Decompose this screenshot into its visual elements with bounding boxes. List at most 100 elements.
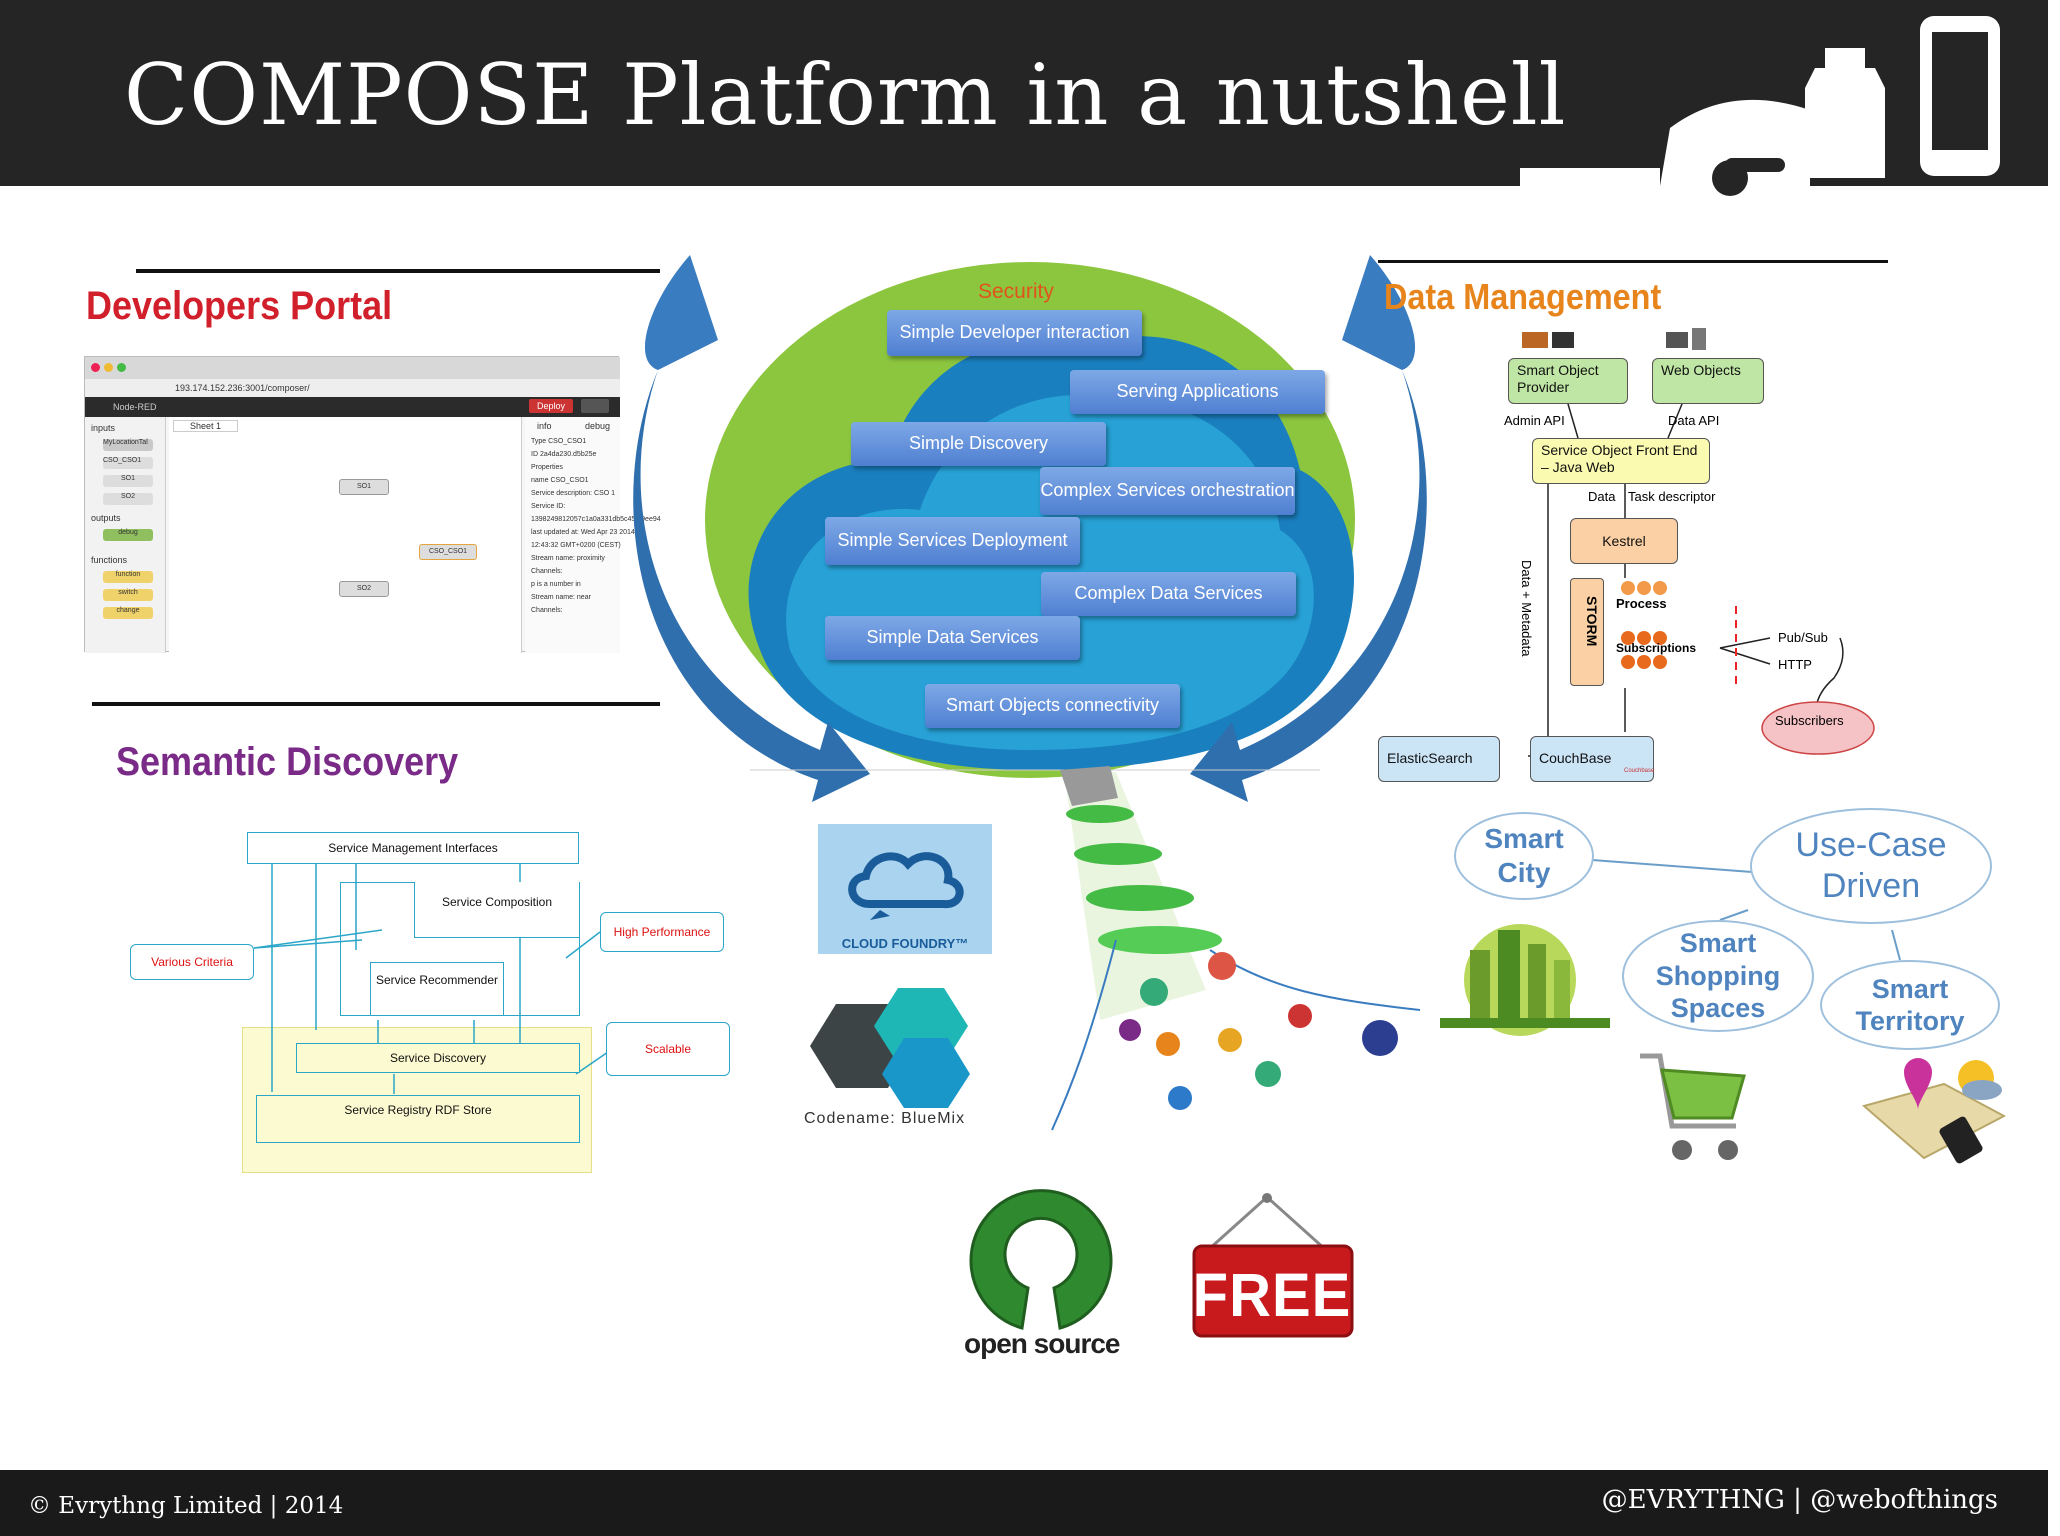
palette-functions: functions	[91, 555, 128, 565]
service-management-interfaces: Service Management Interfaces	[247, 832, 579, 864]
service-discovery: Service Discovery	[296, 1043, 580, 1073]
usecase-links	[1591, 859, 1901, 961]
cloud-foundry-logo: CLOUD FOUNDRY™	[818, 824, 992, 954]
iot-icons	[1119, 952, 1398, 1110]
palette-node[interactable]: SO1	[103, 475, 153, 487]
palette-node[interactable]: debug	[103, 529, 153, 541]
subscriptions-label: Subscriptions	[1616, 641, 1697, 655]
flow-node[interactable]: SO2	[339, 581, 389, 597]
pubsub-label: Pub/Sub	[1778, 630, 1828, 645]
process-icon	[1621, 581, 1667, 595]
security-label: Security	[978, 280, 1054, 303]
deploy-button[interactable]: Deploy	[529, 399, 573, 413]
map-territory-icon	[1861, 1058, 2007, 1164]
service-composition: Service Composition	[414, 882, 580, 938]
various-criteria-callout: Various Criteria	[130, 944, 254, 980]
footer-bar	[0, 1470, 2048, 1536]
slide-title: COMPOSE Platform in a nutshell	[124, 46, 1567, 144]
info-line: p is a number in	[531, 581, 581, 588]
info-line: Channels:	[531, 568, 563, 575]
palette-node[interactable]: CSO_CSO1	[103, 457, 153, 469]
footer-handles: @EVRYTHNG | @webofthings	[1601, 1485, 1998, 1515]
developers-portal-title: Developers Portal	[86, 284, 393, 328]
data-management-title: Data Management	[1384, 276, 1662, 317]
sheet-tab[interactable]: Sheet 1	[173, 420, 239, 432]
flow-node[interactable]: CSO_CSO1	[419, 544, 477, 560]
browser-tabbar	[85, 357, 620, 379]
subscribers-label: Subscribers	[1775, 713, 1844, 728]
service-object-box: Service Object Front End – Java Web	[1532, 438, 1710, 484]
info-line: Service description: CSO 1	[531, 490, 616, 497]
palette-node[interactable]: change	[103, 607, 153, 619]
node-red-header: Node-RED Deploy	[85, 397, 620, 417]
section-divider	[1378, 260, 1888, 263]
info-line: name CSO_CSO1	[531, 477, 589, 484]
flow-canvas[interactable]: Sheet 1 SO1 CSO_CSO1 SO2	[169, 417, 522, 653]
pill-simple-developer-interaction: Simple Developer interaction	[887, 310, 1142, 356]
cloud-foundry-icon	[848, 852, 964, 920]
bluemix-label: Codename: BlueMix	[804, 1110, 966, 1127]
subscriptions-icon	[1621, 631, 1667, 669]
data-flow-lines	[1522, 328, 1875, 760]
info-line: Stream name: near	[531, 594, 591, 601]
use-case-driven-oval: Use-Case Driven	[1750, 808, 1992, 924]
spotlight-graphic	[1051, 766, 1421, 1131]
node-palette: inputs MyLocationTal CSO_CSO1 SO1 SO2 ou…	[85, 417, 166, 653]
smart-shopping-oval: Smart Shopping Spaces	[1622, 920, 1814, 1032]
section-divider	[92, 702, 660, 706]
pill-serving-applications: Serving Applications	[1070, 370, 1325, 414]
pill-simple-discovery: Simple Discovery	[851, 422, 1106, 466]
kestrel-box: Kestrel	[1570, 518, 1678, 564]
smart-object-provider-icon	[1522, 332, 1574, 348]
pill-complex-services-orchestration: Complex Services orchestration	[1040, 467, 1295, 515]
bluemix-icon	[810, 988, 970, 1108]
palette-node[interactable]: MyLocationTal	[103, 439, 153, 451]
pill-complex-data-services: Complex Data Services	[1041, 572, 1296, 616]
process-label: Process	[1616, 596, 1667, 611]
cloud-foundry-label: CLOUD FOUNDRY™	[841, 936, 969, 951]
smart-object-provider-box: Smart Object Provider	[1508, 358, 1628, 404]
scalable-callout: Scalable	[606, 1022, 730, 1076]
palette-node[interactable]: switch	[103, 589, 153, 601]
open-source-label: open source	[964, 1328, 1120, 1359]
palette-node[interactable]: SO2	[103, 493, 153, 505]
palette-inputs: inputs	[91, 423, 116, 433]
service-registry: Service Registry RDF Store	[256, 1095, 580, 1143]
open-source-icon	[969, 1189, 1113, 1330]
data-metadata-label: Data + Metadata	[1519, 560, 1534, 657]
info-line: Service ID:	[531, 503, 566, 510]
info-line: Type CSO_CSO1	[531, 438, 587, 445]
shopping-cart-icon	[1640, 1053, 1746, 1160]
http-label: HTTP	[1778, 657, 1812, 672]
couchbase-box: CouchBase	[1530, 736, 1654, 782]
footer-copyright: © Evrythng Limited | 2014	[28, 1493, 344, 1519]
browser-urlbar[interactable]: 193.174.152.236:3001/composer/	[85, 379, 620, 397]
app-name: Node-RED	[113, 402, 157, 412]
flow-node[interactable]: SO1	[339, 479, 389, 495]
info-line: Channels:	[531, 607, 563, 614]
smart-territory-oval: Smart Territory	[1820, 960, 2000, 1050]
storm-box	[1570, 578, 1604, 686]
task-descriptor-label: Task descriptor	[1628, 489, 1716, 504]
info-line: 1398249812057c1a0a331db5c45f89ee94	[531, 516, 661, 523]
smart-city-oval: Smart City	[1454, 812, 1594, 900]
devices-silhouette-icon	[1520, 16, 2000, 196]
info-line: Properties	[531, 464, 563, 471]
pill-simple-services-deployment: Simple Services Deployment	[825, 517, 1080, 565]
storm-label: STORM	[1584, 596, 1600, 647]
menu-button[interactable]	[581, 399, 609, 413]
info-line: Stream name: proximity	[531, 555, 605, 562]
debug-tab[interactable]: debug	[585, 421, 611, 431]
info-tab[interactable]: info	[537, 421, 552, 431]
admin-api-label: Admin API	[1504, 413, 1565, 428]
palette-node[interactable]: function	[103, 571, 153, 583]
palette-outputs: outputs	[91, 513, 121, 523]
pill-simple-data-services: Simple Data Services	[825, 616, 1080, 660]
elasticsearch-box: ElasticSearch	[1378, 736, 1500, 782]
web-objects-box: Web Objects	[1652, 358, 1764, 404]
high-performance-callout: High Performance	[600, 912, 724, 952]
free-label: FREE	[1192, 1261, 1352, 1330]
url-text: 193.174.152.236:3001/composer/	[175, 383, 310, 393]
